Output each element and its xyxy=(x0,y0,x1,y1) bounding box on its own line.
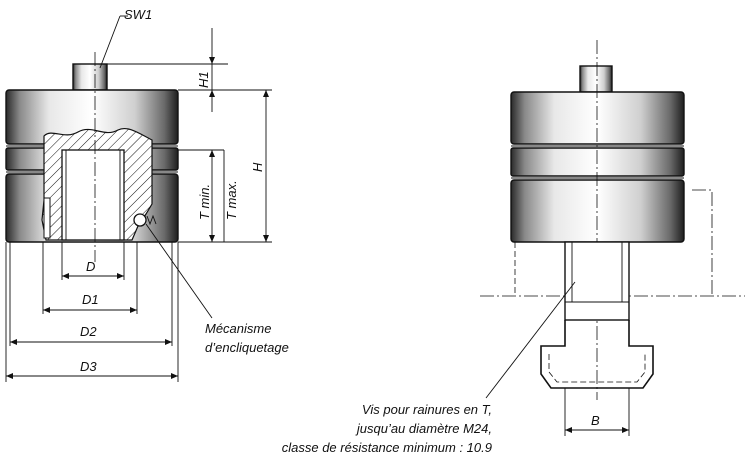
dim-h1-label: H1 xyxy=(196,71,211,88)
dim-b-label: B xyxy=(591,413,600,428)
note-screw-1: Vis pour rainures en T, xyxy=(362,402,492,417)
dim-h-label: H xyxy=(250,162,265,172)
detent-mechanism xyxy=(133,213,157,227)
right-lower-block xyxy=(510,179,685,243)
left-view: D D1 D2 D3 SW1 H1 T min. T max. H xyxy=(5,7,289,382)
dim-d-label: D xyxy=(86,259,95,274)
note-mechanism-1: Mécanisme xyxy=(205,321,271,336)
right-view: B Vis pour rainures en T, jusqu’au diamè… xyxy=(282,40,745,455)
dim-d1-label: D1 xyxy=(82,292,99,307)
note-screw-2: jusqu’au diamètre M24, xyxy=(355,421,492,436)
dim-tmin-label: T min. xyxy=(197,184,212,220)
right-upper-block xyxy=(510,91,685,145)
note-mechanism-2: d’encliquetage xyxy=(205,340,289,355)
right-top-pin xyxy=(579,65,613,93)
tslot-screw-shank xyxy=(564,241,630,321)
label-sw1: SW1 xyxy=(124,7,152,22)
right-middle-ring xyxy=(510,147,685,177)
note-screw-3: classe de résistance minimum : 10.9 xyxy=(282,440,492,455)
dim-d2-label: D2 xyxy=(80,324,97,339)
left-top-pin xyxy=(72,63,108,91)
dim-tmax-label: T max. xyxy=(224,180,239,220)
left-bore xyxy=(61,149,125,241)
tslot-nut-head xyxy=(540,320,654,389)
dim-d3-label: D3 xyxy=(80,359,97,374)
